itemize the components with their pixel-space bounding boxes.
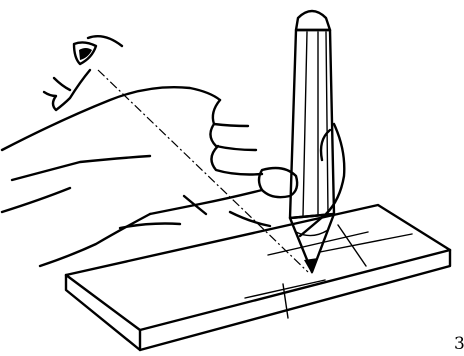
face-profile (44, 70, 90, 110)
sight-line-icon (98, 70, 308, 272)
crosshair-marks (245, 225, 412, 318)
pencil-icon (290, 11, 334, 274)
figure-number: 3 (454, 334, 464, 354)
eye-icon (74, 36, 122, 64)
